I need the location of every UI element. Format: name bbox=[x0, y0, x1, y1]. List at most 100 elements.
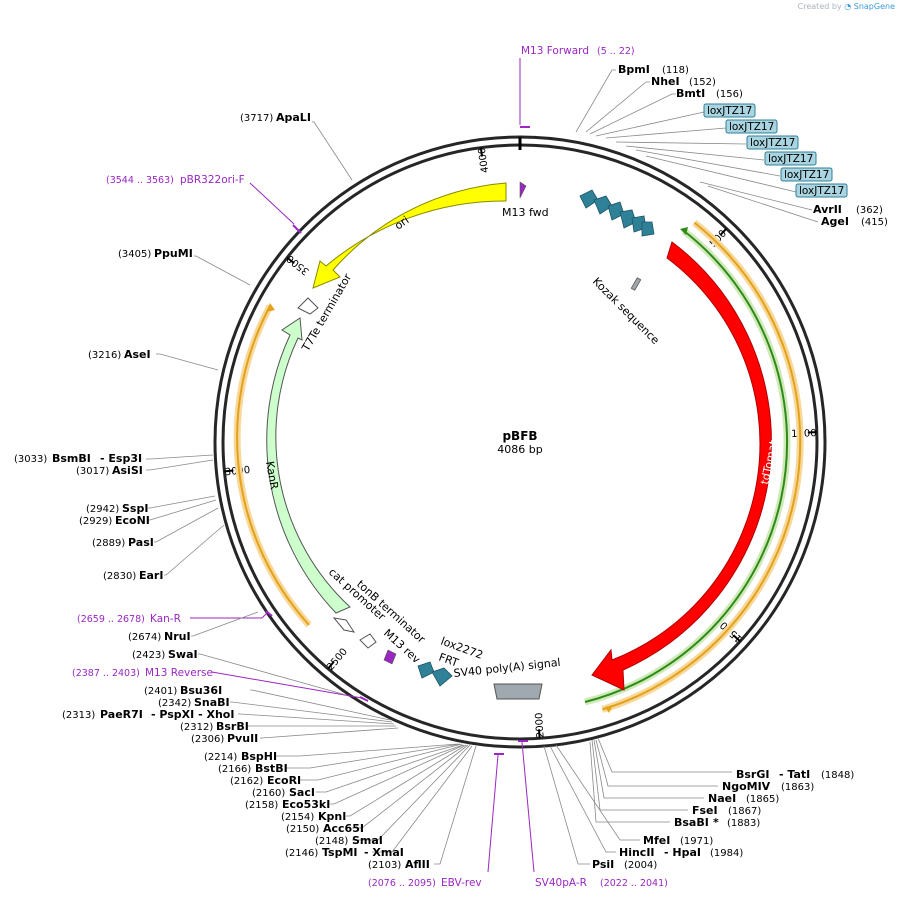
m13-fwd-label: M13 fwd bbox=[502, 206, 549, 219]
site-pos-ecori: (2162) bbox=[230, 776, 263, 787]
site-pos-pasi: (2889) bbox=[92, 538, 125, 549]
site-name-bstbi: BstBI bbox=[255, 762, 288, 775]
kanr-feature-arrow bbox=[266, 317, 351, 614]
sv40-polya-feature bbox=[493, 683, 543, 700]
site-pos-agei: (415) bbox=[861, 217, 888, 228]
primer-leader-kan-r bbox=[190, 611, 269, 619]
site-pos-tspmi: (2146) bbox=[285, 848, 318, 859]
site-name-tspmi: TspMI bbox=[322, 846, 358, 859]
site-pos-bsmbi: (3033) bbox=[14, 454, 47, 465]
site-name-bsphi: BspHI bbox=[241, 750, 277, 763]
site-name-econi: EcoNI bbox=[115, 514, 150, 527]
site-pos-bmti: (156) bbox=[716, 89, 743, 100]
snapgene-credit: Created by ◔ SnapGene bbox=[798, 2, 895, 11]
site-name-saci: SacI bbox=[289, 786, 315, 799]
site-pos-bsrgi: (1848) bbox=[821, 770, 854, 781]
site-name-bsrbi: BsrBI bbox=[216, 720, 249, 733]
site-name-acc65i: Acc65I bbox=[323, 822, 364, 835]
site-pos-bstbi: (2166) bbox=[218, 764, 251, 775]
primer-range-ebv-rev: (2076 .. 2095) bbox=[368, 878, 436, 889]
site-name-ngomiv: NgoMIV bbox=[722, 780, 771, 793]
orf-outline-right-arrow bbox=[605, 705, 613, 713]
orf-outline-left-arrow bbox=[266, 303, 275, 312]
site-name-apali: ApaLI bbox=[276, 111, 311, 124]
primer-range-sv40pa-r: (2022 .. 2041) bbox=[600, 878, 668, 889]
primer-mark-pbr322ori-f bbox=[292, 224, 302, 234]
orf-outline-left-line bbox=[236, 305, 310, 626]
site-pos-hincii: (1984) bbox=[710, 848, 743, 859]
site-pos-acc65i: (2150) bbox=[286, 824, 319, 835]
primer-leader-pbr322ori-f bbox=[249, 182, 295, 225]
site-name-bmti: BmtI bbox=[676, 87, 705, 100]
primer-leader-sv40pa-r bbox=[521, 741, 535, 873]
lox-box-label-1: loxJTZ17 bbox=[707, 105, 752, 117]
site-name-paer7i: PaeR7I bbox=[100, 708, 143, 721]
site-pos-fsei: (1867) bbox=[728, 806, 761, 817]
kozak-sequence-label: Kozak sequence bbox=[590, 275, 662, 347]
site-name-naei: NaeI bbox=[708, 792, 736, 805]
site-name-eco53ki: Eco53kI bbox=[282, 798, 330, 811]
site-extra-pspxi-xhoi: - PspXI - XhoI bbox=[151, 708, 234, 721]
site-extra-bsabi-star: * bbox=[713, 816, 719, 829]
site-extra-esp3i: - Esp3I bbox=[100, 452, 142, 465]
site-name-pasi: PasI bbox=[128, 536, 154, 549]
site-name-snabi: SnaBI bbox=[194, 696, 230, 709]
site-name-asisi: AsiSI bbox=[112, 464, 143, 477]
site-name-nhei: NheI bbox=[651, 75, 680, 88]
kanr-label: KanR bbox=[263, 460, 281, 491]
site-name-bpmi: BpmI bbox=[618, 63, 650, 76]
site-name-aflii: AflII bbox=[405, 858, 430, 871]
tick-mark-2000 bbox=[538, 729, 541, 739]
tonb-terminator-marker bbox=[359, 633, 377, 649]
primer-name-m13-forward: M13 Forward bbox=[521, 45, 589, 57]
primer-leader-m13-reverse bbox=[211, 671, 363, 699]
tick-label-2500: 2500 bbox=[325, 646, 350, 673]
ori-feature-arrow bbox=[312, 182, 507, 289]
site-pos-pvuii: (2306) bbox=[191, 734, 224, 745]
primer-name-ebv-rev: EBV-rev bbox=[441, 877, 482, 889]
site-pos-snabi: (2342) bbox=[158, 698, 191, 709]
lox-box-label-2: loxJTZ17 bbox=[729, 121, 774, 133]
site-pos-eari: (2830) bbox=[103, 571, 136, 582]
site-name-hincii: HincII bbox=[619, 846, 655, 859]
site-pos-mfei: (1971) bbox=[680, 836, 713, 847]
site-name-avrii: AvrII bbox=[813, 203, 842, 216]
tick-mark-3000 bbox=[224, 469, 234, 473]
site-name-asei: AseI bbox=[124, 348, 151, 361]
lox-box-label-5: loxJTZ17 bbox=[784, 169, 829, 181]
lox-box-label-4: loxJTZ17 bbox=[768, 153, 813, 165]
tick-mark-500 bbox=[719, 227, 728, 236]
site-name-bsrgi: BsrGI bbox=[736, 768, 769, 781]
site-pos-bsrbi: (2312) bbox=[180, 722, 213, 733]
site-name-psii: PsiI bbox=[592, 858, 614, 871]
site-pos-asei: (3216) bbox=[88, 350, 121, 361]
site-pos-apali: (3717) bbox=[240, 113, 273, 124]
tick-mark-4000 bbox=[479, 147, 484, 157]
site-pos-nhei: (152) bbox=[689, 77, 716, 88]
site-pos-ngomiv: (1863) bbox=[781, 782, 814, 793]
site-extra-hpai: - HpaI bbox=[664, 846, 701, 859]
tick-mark-2500 bbox=[327, 661, 335, 670]
site-pos-nrui: (2674) bbox=[128, 632, 161, 643]
site-pos-bpmi: (118) bbox=[662, 65, 689, 76]
site-pos-bsphi: (2214) bbox=[204, 752, 237, 763]
site-pos-kpni: (2154) bbox=[281, 812, 314, 823]
tdtomato-feature-arrow bbox=[591, 241, 772, 691]
site-name-bsabi: BsaBI bbox=[674, 816, 709, 829]
site-pos-psii: (2004) bbox=[624, 860, 657, 871]
site-name-fsei: FseI bbox=[692, 804, 718, 817]
site-pos-aflii: (2103) bbox=[368, 860, 401, 871]
site-pos-sspi: (2942) bbox=[86, 504, 119, 515]
site-name-agei: AgeI bbox=[821, 215, 849, 228]
m13-fwd-marker bbox=[519, 181, 527, 199]
green-orf-arrow bbox=[680, 227, 688, 235]
tick-mark-3500 bbox=[286, 256, 295, 265]
site-name-eari: EarI bbox=[139, 569, 163, 582]
site-pos-saci: (2160) bbox=[252, 788, 285, 799]
site-pos-asisi: (3017) bbox=[76, 466, 109, 477]
primer-range-pbr322ori-f: (3544 .. 3563) bbox=[106, 175, 174, 186]
site-name-mfei: MfeI bbox=[643, 834, 670, 847]
site-pos-smai: (2148) bbox=[315, 836, 348, 847]
frt-arrow bbox=[431, 667, 453, 687]
site-pos-naei: (1865) bbox=[746, 794, 779, 805]
